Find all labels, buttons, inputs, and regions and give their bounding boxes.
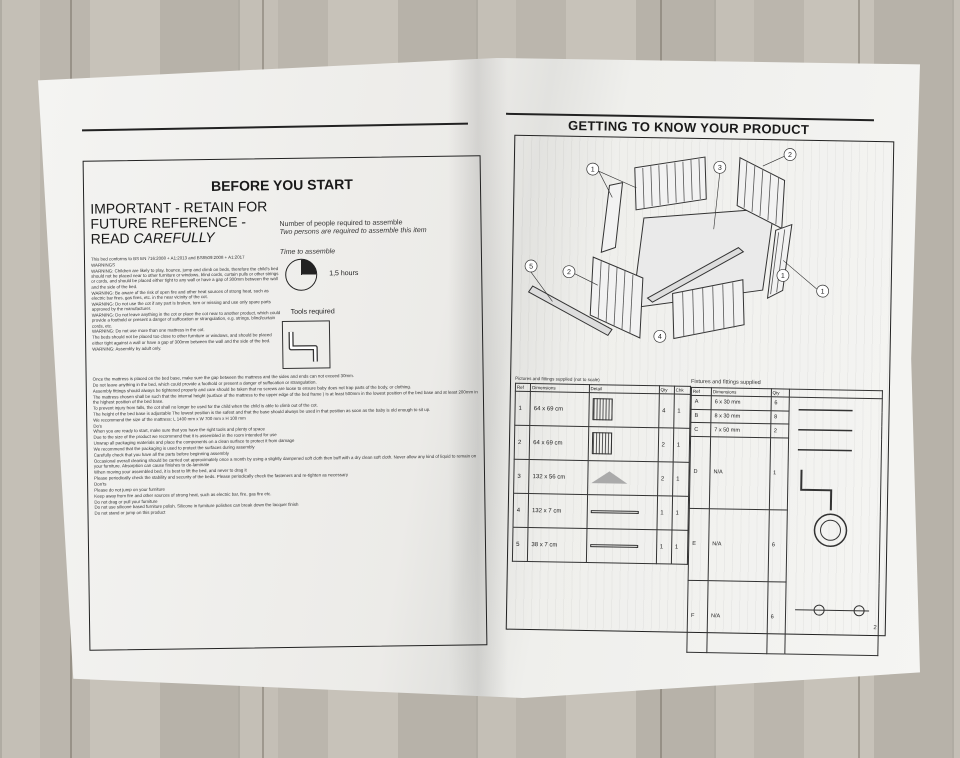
fittings-ref: E xyxy=(688,508,710,581)
fittings-dim: N/A xyxy=(706,580,768,654)
parts-ref: 4 xyxy=(512,493,529,528)
parts-header-chk: Chk xyxy=(674,386,691,395)
side-rail-bottom xyxy=(672,279,745,340)
parts-qty: 4 xyxy=(658,393,675,429)
parts-chk: 1 xyxy=(673,394,691,429)
callout-1b: 1 xyxy=(821,289,825,296)
parts-ref: 2 xyxy=(514,425,530,460)
table-row: 3 132 x 56 cm 2 1 xyxy=(513,459,690,497)
fittings-dim: 7 x 50 mm xyxy=(710,423,771,438)
fittings-ref: D xyxy=(689,436,711,509)
fittings-illustrations xyxy=(784,397,883,656)
fittings-ref: F xyxy=(686,580,709,653)
cot-exploded-diagram: 1 2 3 1 5 2 4 1 xyxy=(524,148,830,343)
before-you-start-title: BEFORE YOU START xyxy=(210,176,353,195)
fittings-qty: 1 xyxy=(768,437,789,511)
fittings-qty: 2 xyxy=(770,424,789,439)
fittings-ref: C xyxy=(690,422,711,437)
table-row: 2 64 x 69 cm 2 1 xyxy=(514,425,690,463)
parts-illustration xyxy=(587,460,658,496)
page-number: 2 xyxy=(873,625,877,632)
fittings-dim: 8 x 30 mm xyxy=(710,409,771,425)
bar-illustration xyxy=(590,509,639,514)
parts-qty: 1 xyxy=(655,529,672,565)
fittings-qty: 6 xyxy=(770,396,790,411)
parts-dim: 64 x 69 cm xyxy=(529,425,589,461)
parts-illustration xyxy=(586,494,658,530)
top-rule-left xyxy=(82,122,468,132)
clock-icon xyxy=(284,258,318,291)
callout-2b: 2 xyxy=(567,269,571,276)
parts-dim: 64 x 69 cm xyxy=(529,391,589,427)
fittings-dim: N/A xyxy=(708,508,769,582)
parts-chk: 1 xyxy=(672,462,690,497)
short-bar xyxy=(527,285,613,337)
parts-ref: 1 xyxy=(514,391,531,426)
fittings-qty: 6 xyxy=(766,581,787,655)
parts-dim: 38 x 7 cm xyxy=(527,527,587,563)
parts-illustration xyxy=(587,426,659,462)
parts-table: Pictures and fittings supplied (not to s… xyxy=(512,376,691,565)
side-rail-top xyxy=(634,156,707,211)
callout-1c: 1 xyxy=(781,273,785,280)
parts-ref: 3 xyxy=(513,459,530,494)
side-rail-front xyxy=(589,256,644,339)
parts-illustration xyxy=(588,392,659,428)
parts-ref: 5 xyxy=(512,527,529,562)
paper-fold xyxy=(448,58,508,698)
carefully-word: CAREFULLY xyxy=(133,228,215,247)
callout-3: 3 xyxy=(718,165,722,172)
before-you-start-panel: BEFORE YOU START IMPORTANT - RETAIN FOR … xyxy=(82,155,488,651)
parts-chk: 1 xyxy=(671,530,688,565)
paragraph: WARNING: Children are likely to play, bo… xyxy=(91,265,279,290)
parts-qty: 2 xyxy=(657,427,674,463)
table-row: A 6 x 30 mm 6 xyxy=(691,395,883,656)
fittings-ref: B xyxy=(690,409,712,424)
fittings-ref: A xyxy=(691,395,712,410)
parts-header-qty: Qty xyxy=(658,385,675,395)
callout-4: 4 xyxy=(658,334,662,341)
time-to-assemble-label: Time to assemble xyxy=(279,248,336,257)
table-row: 4 132 x 7 cm 1 1 xyxy=(512,493,689,531)
time-to-assemble-value: 1,5 hours xyxy=(329,269,359,278)
rail-illustration xyxy=(591,397,613,420)
parts-qty: 2 xyxy=(657,461,673,497)
parts-chk: 1 xyxy=(671,496,689,531)
callout-5: 5 xyxy=(529,263,533,270)
fittings-qty: 6 xyxy=(767,509,788,583)
end-rail-left xyxy=(600,181,624,253)
fittings-dim: N/A xyxy=(709,436,771,510)
parts-header-ref: Ref xyxy=(515,383,531,392)
base-bar xyxy=(646,247,745,303)
allen-key-icon xyxy=(281,320,331,370)
parts-qty: 1 xyxy=(656,495,673,531)
getting-to-know-panel: 1 2 3 1 5 2 4 1 Pictures and fittings su… xyxy=(505,134,895,656)
callout-1: 1 xyxy=(591,167,595,174)
bar-illustration xyxy=(589,543,638,548)
instructions-text: Once the mattress is placed on the bed b… xyxy=(93,371,480,517)
parts-illustration xyxy=(585,528,657,564)
base-illustration xyxy=(590,470,628,484)
fittings-dim: 6 x 30 mm xyxy=(711,395,771,411)
parts-dim: 132 x 56 cm xyxy=(528,459,588,495)
instruction-sheet: BEFORE YOU START IMPORTANT - RETAIN FOR … xyxy=(38,58,920,698)
fittings-qty: 8 xyxy=(770,410,790,425)
fittings-table: Fixtures and fittings supplied Ref Dimen… xyxy=(686,379,883,656)
parts-dim: 132 x 7 cm xyxy=(528,493,588,529)
important-notice: IMPORTANT - RETAIN FOR FUTURE REFERENCE … xyxy=(90,198,291,247)
important-line-3: READ CAREFULLY xyxy=(90,228,215,247)
people-required-value: Two persons are required to assemble thi… xyxy=(279,227,427,237)
parts-chk: 1 xyxy=(672,428,690,463)
paragraph: WARNING: Do not leave anything in the co… xyxy=(91,309,281,329)
tools-required-label: Tools required xyxy=(290,308,335,316)
fittings-drawing xyxy=(795,408,870,617)
end-rail-far-right xyxy=(766,223,793,300)
rail-illustration xyxy=(591,431,612,454)
table-row: 5 38 x 7 cm 1 1 xyxy=(512,527,688,565)
warnings-text: This bed conforms to BS EN 716:2008 + A1… xyxy=(91,254,282,352)
people-required: Number of people required to assemble Tw… xyxy=(279,218,479,237)
getting-to-know-title: GETTING TO KNOW YOUR PRODUCT xyxy=(567,117,810,138)
callout-2: 2 xyxy=(788,152,792,159)
table-row: 1 64 x 69 cm 4 1 xyxy=(514,391,691,429)
